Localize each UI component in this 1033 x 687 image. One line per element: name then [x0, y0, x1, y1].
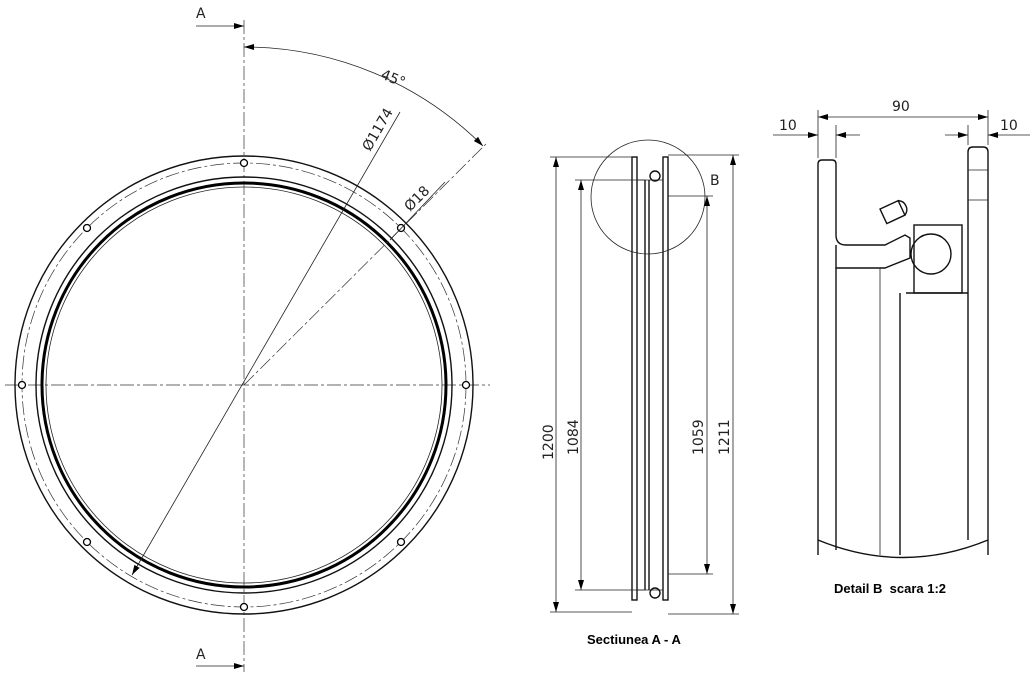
diameter-dim-line: [131, 111, 401, 576]
break-curve: [817, 539, 989, 559]
flange-left: [631, 156, 638, 601]
angle-dim-arc: [243, 44, 484, 147]
outer-flange-circle: [14, 155, 474, 615]
section-caption: Sectiunea A - A: [587, 632, 682, 647]
left-flange: [817, 159, 911, 555]
dim-10-left: 10: [779, 118, 797, 134]
hole-dim-text: Ø18: [402, 183, 434, 215]
angle-line: [243, 143, 487, 386]
bolt-hole: [396, 537, 406, 547]
dim-10-right: 10: [1000, 118, 1018, 134]
bolt-hole: [17, 380, 27, 390]
ring-inner-thick: [40, 181, 448, 589]
bolt-hole: [82, 223, 92, 233]
right-flange: [967, 146, 989, 555]
diameter-dim-text: Ø1174: [360, 106, 397, 154]
detail-view: 90 10 10 Detail B scara 1:2: [773, 99, 1030, 596]
section-label-bottom: A: [196, 647, 206, 663]
dim-1200: 1200: [541, 424, 557, 460]
detail-label: B: [710, 173, 720, 189]
bolt-hole: [82, 537, 92, 547]
dim-1059: 1059: [691, 419, 707, 455]
ring-outer: [35, 176, 453, 594]
detail-caption: Detail B scara 1:2: [834, 581, 946, 596]
dim-1084: 1084: [566, 419, 582, 455]
section-label-top: A: [196, 6, 206, 22]
bolt-hole: [239, 602, 249, 612]
bolt-hole: [239, 158, 249, 168]
section-view: B 1200 1084 1059 1211 Sectiunea A - A: [541, 139, 739, 647]
dim-1211: 1211: [717, 419, 733, 455]
seal-top: [649, 170, 661, 182]
valve-fitting: [879, 199, 908, 225]
front-view: 45° Ø1174 Ø18 A A: [5, 6, 490, 672]
flange-right: [662, 156, 669, 601]
hole-leader: [389, 181, 446, 241]
seal-ball: [910, 233, 952, 275]
ring-inner: [45, 186, 443, 584]
seal-bottom: [649, 587, 661, 599]
bolt-hole: [461, 380, 471, 390]
dim-90: 90: [892, 99, 910, 115]
angle-dim-text: 45°: [379, 67, 408, 91]
